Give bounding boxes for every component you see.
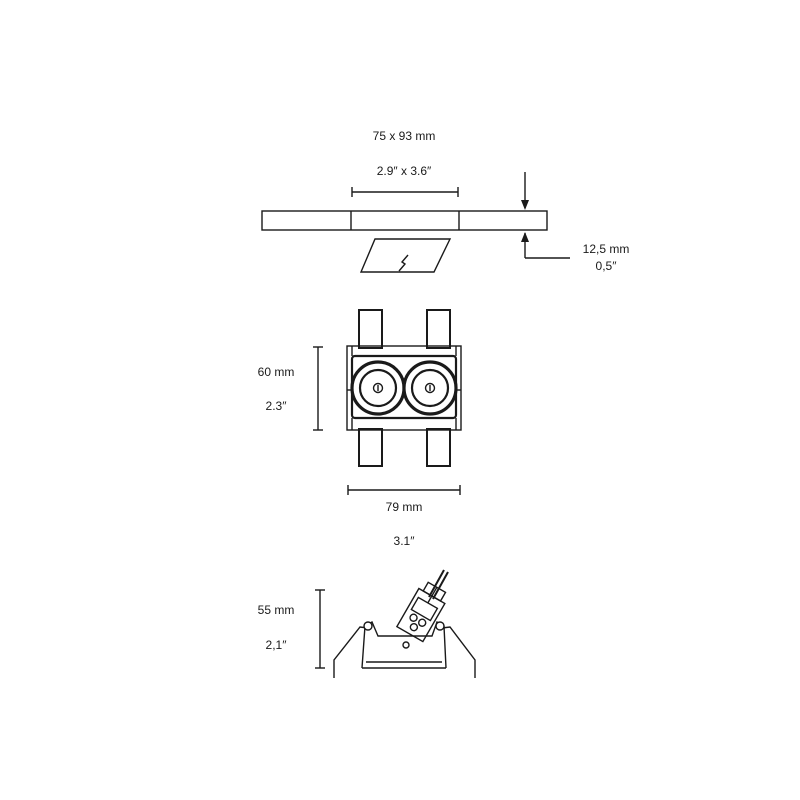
clip-top-left	[358, 309, 383, 349]
cables	[428, 569, 449, 600]
thickness-in: 0,5″	[596, 259, 618, 273]
top-view: 75 x 93 mm 2.9″ x 3.6″ 12,5 mm 0,	[261, 129, 630, 273]
clip-top-right	[426, 309, 451, 349]
front-height-mm: 60 mm	[258, 365, 295, 379]
lamp-left	[350, 360, 406, 416]
tilted-module	[395, 581, 447, 643]
lamp-right	[402, 360, 458, 416]
ceiling-plate	[261, 210, 548, 231]
front-height-in: 2.3″	[266, 399, 288, 413]
side-height-dimension-line	[315, 589, 325, 669]
clip-bottom-right	[426, 428, 451, 467]
pivot-screw	[402, 641, 410, 649]
front-view: 60 mm 2.3″ 79 mm 3.1″	[258, 309, 462, 548]
top-dimension-mm: 75 x 93 mm	[373, 129, 436, 143]
side-view: 55 mm 2,1″	[258, 569, 476, 678]
front-height-dimension-line	[313, 346, 323, 431]
top-dimension-in: 2.9″ x 3.6″	[377, 164, 432, 178]
side-height-mm: 55 mm	[258, 603, 295, 617]
cutout-profile	[359, 238, 452, 273]
housing-body	[361, 620, 447, 669]
thickness-mm: 12,5 mm	[583, 242, 630, 256]
thickness-dimension	[521, 172, 570, 259]
front-width-dimension-line	[347, 485, 461, 495]
front-width-mm: 79 mm	[386, 500, 423, 514]
top-width-dimension-line	[351, 187, 459, 197]
clip-bottom-left	[358, 428, 383, 467]
spring-arm-right	[441, 626, 476, 678]
front-width-in: 3.1″	[394, 534, 416, 548]
outer-frame	[346, 345, 462, 431]
side-height-in: 2,1″	[266, 638, 288, 652]
